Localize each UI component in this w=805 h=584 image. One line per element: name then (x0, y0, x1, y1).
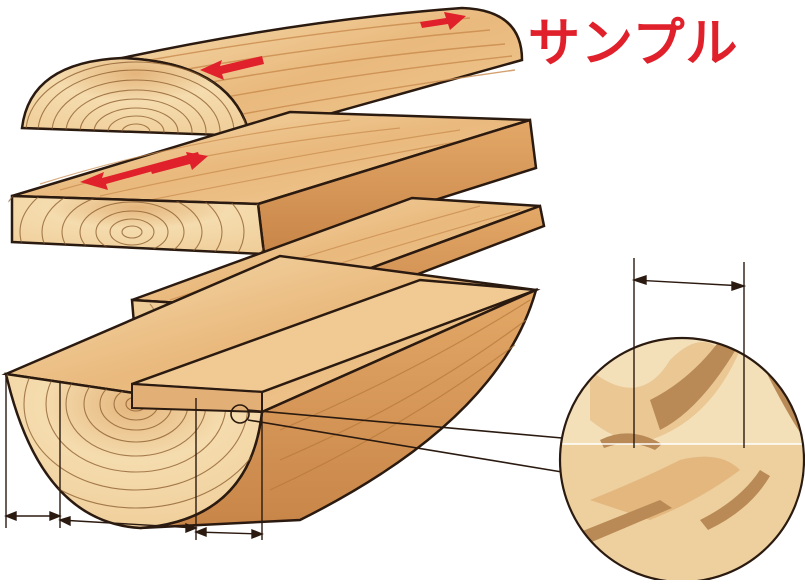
grain-arrow-top (200, 12, 466, 80)
magnifier-dimension (631, 258, 747, 448)
double-arrow-icon (200, 56, 264, 80)
magnifier-callout (230, 258, 805, 584)
dimension-arrow-icon (631, 275, 647, 285)
top-half-log-end (20, 56, 252, 138)
double-arrow-icon (80, 152, 200, 190)
bottom-half-log (1, 254, 541, 530)
grain-arrow-plank (80, 152, 208, 190)
plank-wide-end (10, 194, 266, 256)
dimension-arrow-icon (4, 510, 17, 522)
dimension-lines-bottom (4, 376, 264, 540)
bottom-half-log-end (4, 372, 264, 530)
plank-wide (8, 110, 538, 256)
magnifier-source-circle (230, 404, 250, 424)
sample-watermark: サンプル (528, 14, 739, 74)
